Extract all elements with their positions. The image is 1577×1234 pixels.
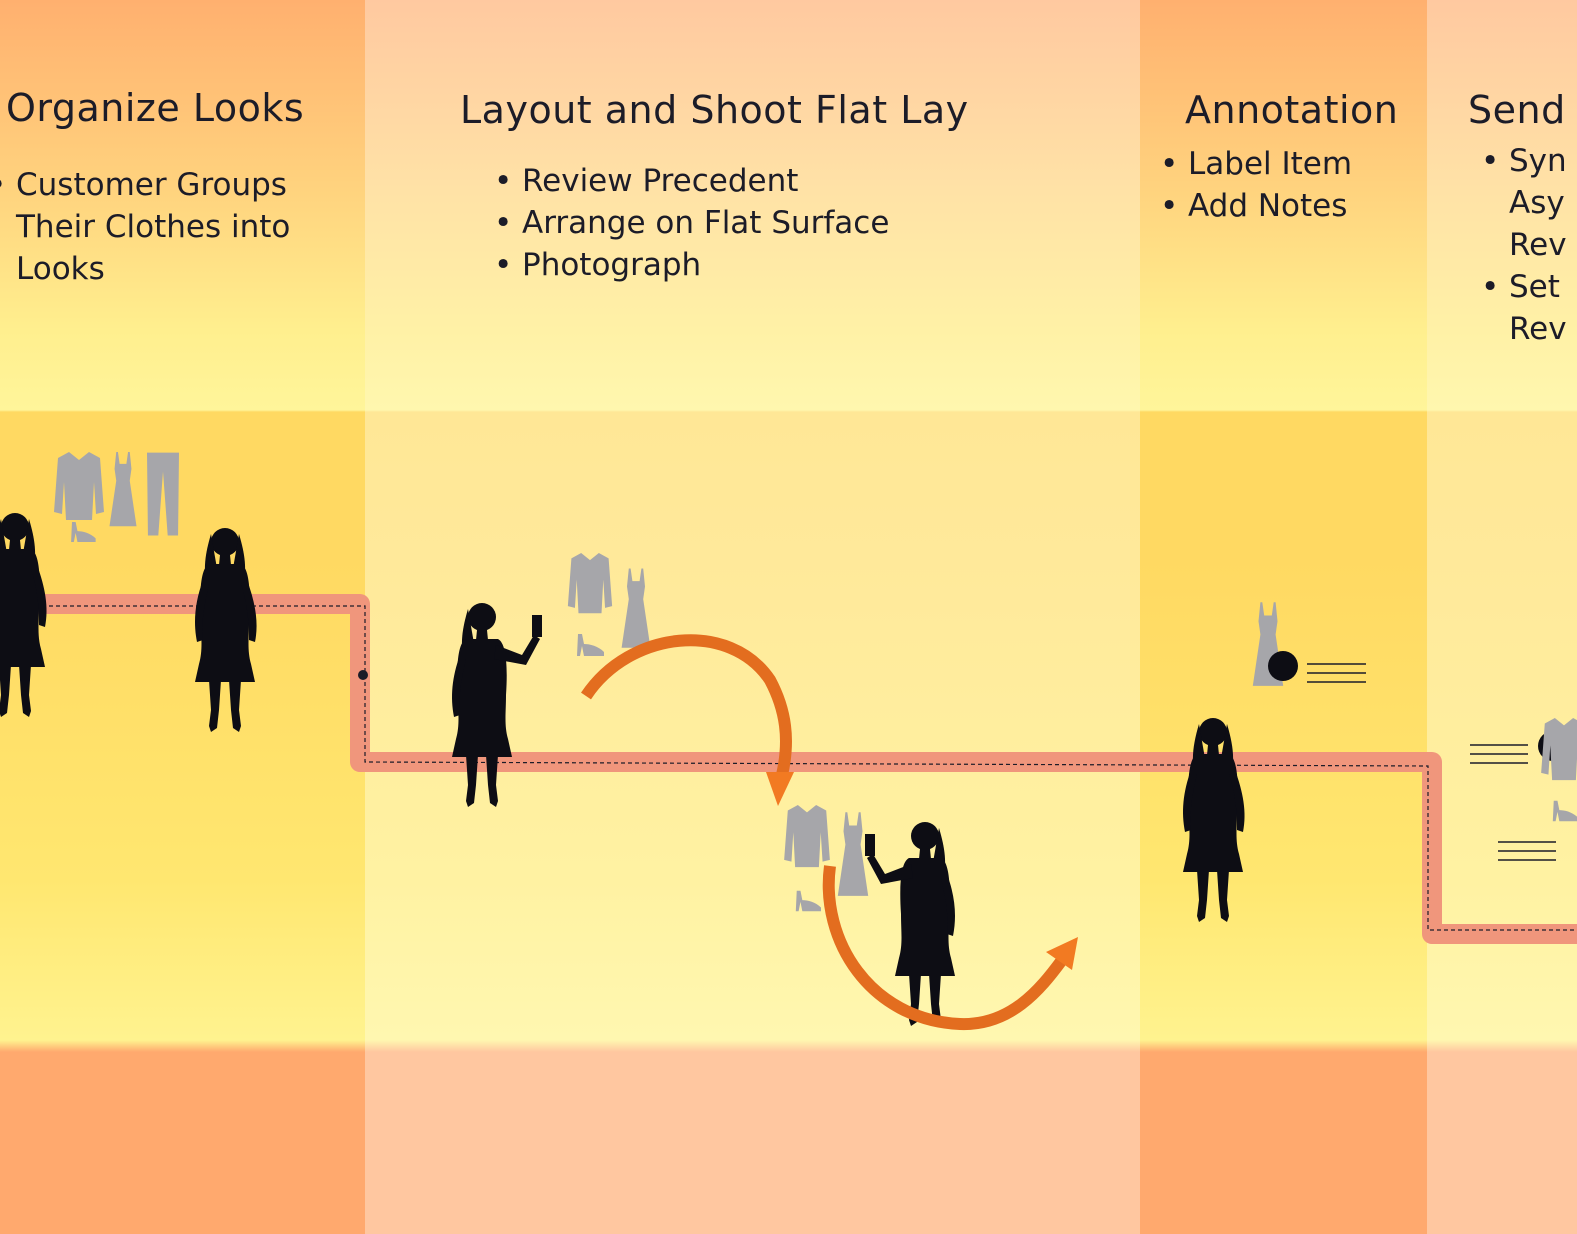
phase-bullets-annotation: Label Item Add Notes — [1160, 143, 1352, 227]
woman-silhouette-icon — [1183, 718, 1245, 922]
dress-icon — [837, 812, 869, 896]
dress-icon — [621, 568, 651, 648]
note-lines-icon — [1307, 663, 1366, 683]
phase-bullets-send: Syn Asy Rev Set Rev — [1481, 140, 1567, 350]
bullet-item: Add Notes — [1160, 185, 1352, 227]
high-heel-icon — [71, 522, 96, 542]
phase-bullets-layout: Review Precedent Arrange on Flat Surface… — [494, 160, 889, 286]
curved-arrow-icon — [1046, 937, 1078, 970]
bullet-item: Syn Asy Rev — [1481, 140, 1567, 266]
high-heel-icon — [1552, 800, 1577, 822]
phase-title-layout: Layout and Shoot Flat Lay — [460, 88, 969, 132]
bullet-item: Label Item — [1160, 143, 1352, 185]
note-lines-icon — [1498, 841, 1556, 861]
woman-silhouette-icon — [195, 528, 257, 732]
dress-icon — [109, 452, 137, 527]
phase-bullets-organize: Customer Groups Their Clothes into Looks — [0, 164, 290, 290]
high-heel-icon — [577, 634, 604, 656]
phase-title-annotation: Annotation — [1185, 88, 1399, 132]
jacket-icon — [54, 452, 104, 520]
jacket-icon — [567, 553, 613, 614]
phase-title-organize: Organize Looks — [6, 86, 305, 130]
jacket-icon — [784, 805, 830, 868]
pants-icon — [147, 452, 179, 536]
woman-silhouette-icon — [0, 513, 47, 717]
bullet-item: Arrange on Flat Surface — [494, 202, 889, 244]
phase-title-send: Send — [1468, 88, 1566, 132]
bullet-item: Customer Groups Their Clothes into Looks — [0, 164, 290, 290]
path-node — [358, 670, 368, 680]
curved-arrow-icon — [581, 634, 792, 777]
journey-path — [0, 594, 1577, 944]
curved-arrow-icon — [766, 772, 794, 806]
bullet-item: Photograph — [494, 244, 889, 286]
annotation-dot-icon — [1268, 651, 1298, 681]
jacket-icon — [1541, 718, 1577, 781]
bullet-item: Review Precedent — [494, 160, 889, 202]
curved-arrow-icon — [822, 865, 1067, 1031]
note-lines-icon — [1470, 744, 1528, 764]
bullet-item: Set Rev — [1481, 266, 1567, 350]
high-heel-icon — [795, 890, 821, 912]
woman-with-phone-icon — [452, 603, 542, 807]
journey-path-dashed — [0, 605, 1577, 931]
